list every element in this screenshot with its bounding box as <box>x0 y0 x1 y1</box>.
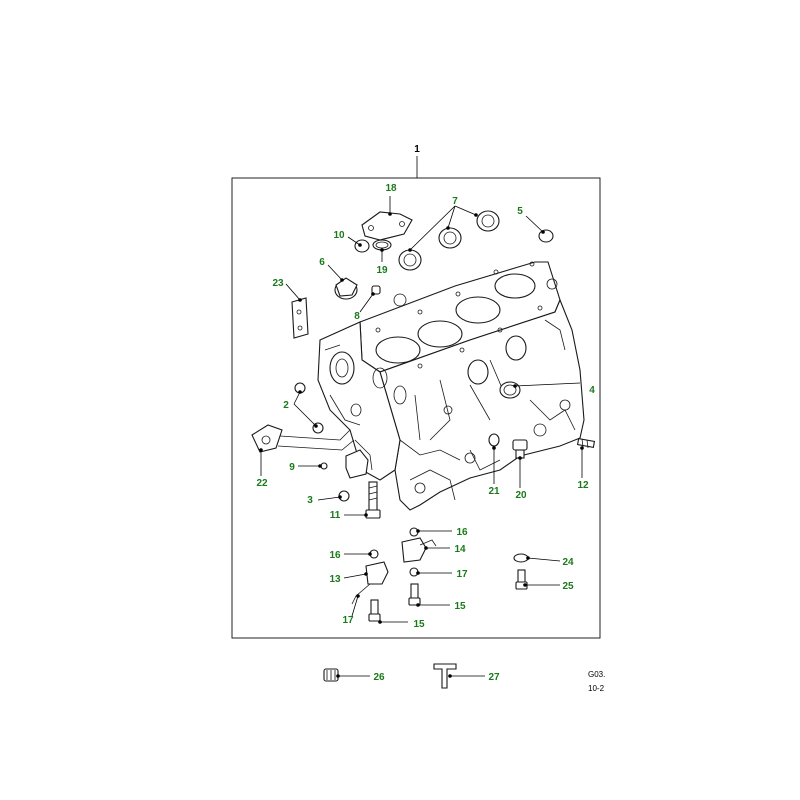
callout-1: 1 <box>414 144 420 155</box>
callout-26: 26 <box>373 672 385 683</box>
part-6-bearing <box>334 277 358 300</box>
callout-25: 25 <box>562 581 574 592</box>
callout-6: 6 <box>319 257 325 268</box>
callout-14: 14 <box>454 544 466 555</box>
part-15-bolt-left <box>368 599 381 622</box>
part-7-bearings <box>398 210 500 271</box>
part-5-cap <box>538 229 554 243</box>
callout-15-right: 15 <box>454 601 466 612</box>
bracket <box>345 449 369 479</box>
part-21-washer <box>488 433 500 447</box>
callout-15-left: 15 <box>413 619 425 630</box>
callout-7: 7 <box>452 196 458 207</box>
part-9-plug <box>320 462 328 470</box>
part-14-sensor <box>401 537 437 563</box>
part-4-seal <box>499 381 521 399</box>
callout-5: 5 <box>517 206 523 217</box>
callout-11: 11 <box>330 510 341 521</box>
callout-10: 10 <box>333 230 345 241</box>
callout-22: 22 <box>256 478 268 489</box>
part-15-bolt-right <box>408 583 421 606</box>
leader-dots <box>259 212 584 678</box>
part-18-cover-plate <box>361 211 413 241</box>
diagram-frame <box>231 177 601 639</box>
part-26-fitting <box>323 668 339 682</box>
reference-date: 10-2 <box>588 684 605 693</box>
callout-24: 24 <box>562 557 574 568</box>
callout-23: 23 <box>272 278 284 289</box>
callout-3: 3 <box>307 495 313 506</box>
cylinder-block <box>317 261 585 511</box>
part-13-sensor <box>351 561 389 605</box>
callout-27: 27 <box>488 672 500 683</box>
reference-code: G03. <box>588 670 605 679</box>
callout-20: 20 <box>515 490 527 501</box>
part-22-oil-tube <box>251 424 355 453</box>
part-11-bolt <box>365 481 381 519</box>
callout-17-right: 17 <box>456 569 468 580</box>
part-10-plug <box>354 239 370 253</box>
callout-19: 19 <box>376 265 388 276</box>
callout-12: 12 <box>577 480 589 491</box>
callout-4: 4 <box>589 385 595 396</box>
part-23-plate <box>291 297 309 339</box>
callout-8: 8 <box>354 311 360 322</box>
part-8-dowel <box>371 285 381 295</box>
part-12-stud <box>576 438 596 449</box>
callout-13: 13 <box>329 574 341 585</box>
part-27-t-tool <box>433 663 457 689</box>
callout-17-left: 17 <box>342 615 354 626</box>
leader-lines <box>260 156 583 677</box>
callout-16-upper: 16 <box>456 527 468 538</box>
part-24-washer <box>513 553 529 563</box>
callout-9: 9 <box>289 462 295 473</box>
callout-16-left: 16 <box>329 550 341 561</box>
callout-18: 18 <box>385 183 397 194</box>
callout-2: 2 <box>283 400 289 411</box>
callout-21: 21 <box>488 486 500 497</box>
